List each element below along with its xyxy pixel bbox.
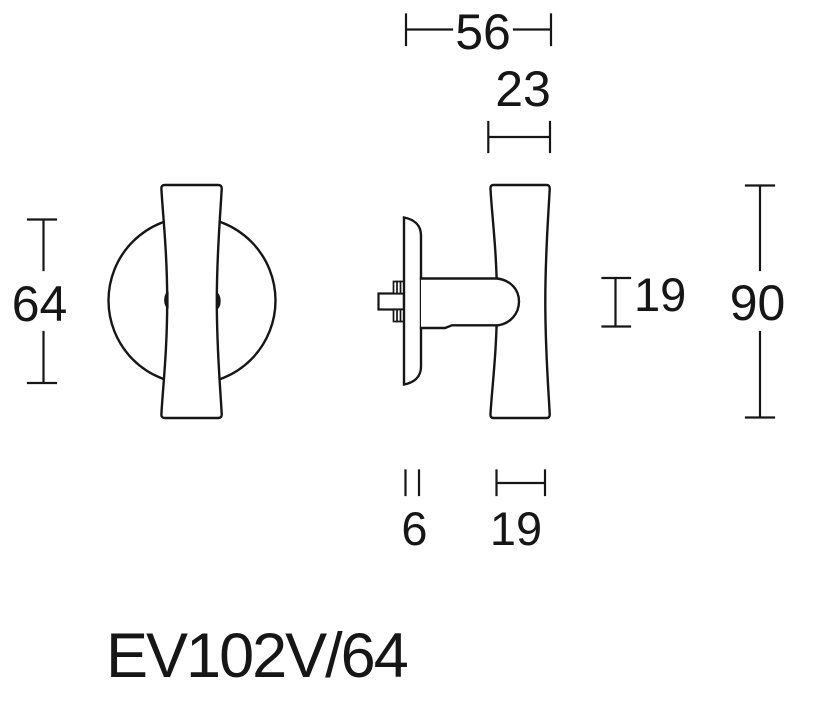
dim-23-label: 23 bbox=[495, 61, 551, 117]
dim-23-line bbox=[487, 120, 552, 154]
dim-19-bottom-label: 19 bbox=[490, 502, 542, 555]
dim-64-line bbox=[26, 218, 58, 385]
dim-90-label: 90 bbox=[730, 275, 786, 331]
dimension-lines bbox=[26, 13, 776, 497]
dim-64-label: 64 bbox=[12, 276, 68, 332]
product-code-label: EV102V/64 bbox=[106, 621, 408, 691]
dim-90-line bbox=[744, 184, 776, 419]
dim-19-neck-label: 19 bbox=[634, 268, 686, 321]
spindle-clip-top bbox=[392, 280, 405, 295]
side-view bbox=[377, 183, 551, 420]
rosette-side-outline bbox=[402, 216, 423, 386]
neck-edge-left-mark bbox=[164, 291, 169, 309]
neck-fill bbox=[421, 278, 519, 328]
spindle bbox=[377, 292, 406, 311]
front-view bbox=[107, 183, 277, 420]
dim-6-line bbox=[404, 469, 421, 497]
dim-56-label: 56 bbox=[455, 4, 511, 60]
neck-outline bbox=[419, 277, 521, 330]
spindle-clip-bottom bbox=[392, 308, 405, 323]
dim-19-neck-line bbox=[601, 276, 632, 328]
dim-56-line bbox=[404, 13, 553, 47]
dim-19-bottom-line bbox=[495, 469, 547, 497]
dim-6-label: 6 bbox=[401, 502, 427, 555]
neck-edge-right-mark bbox=[216, 292, 221, 310]
dimension-labels: 56 23 64 19 90 6 19 bbox=[12, 4, 786, 555]
knob-front-outline bbox=[160, 183, 223, 420]
